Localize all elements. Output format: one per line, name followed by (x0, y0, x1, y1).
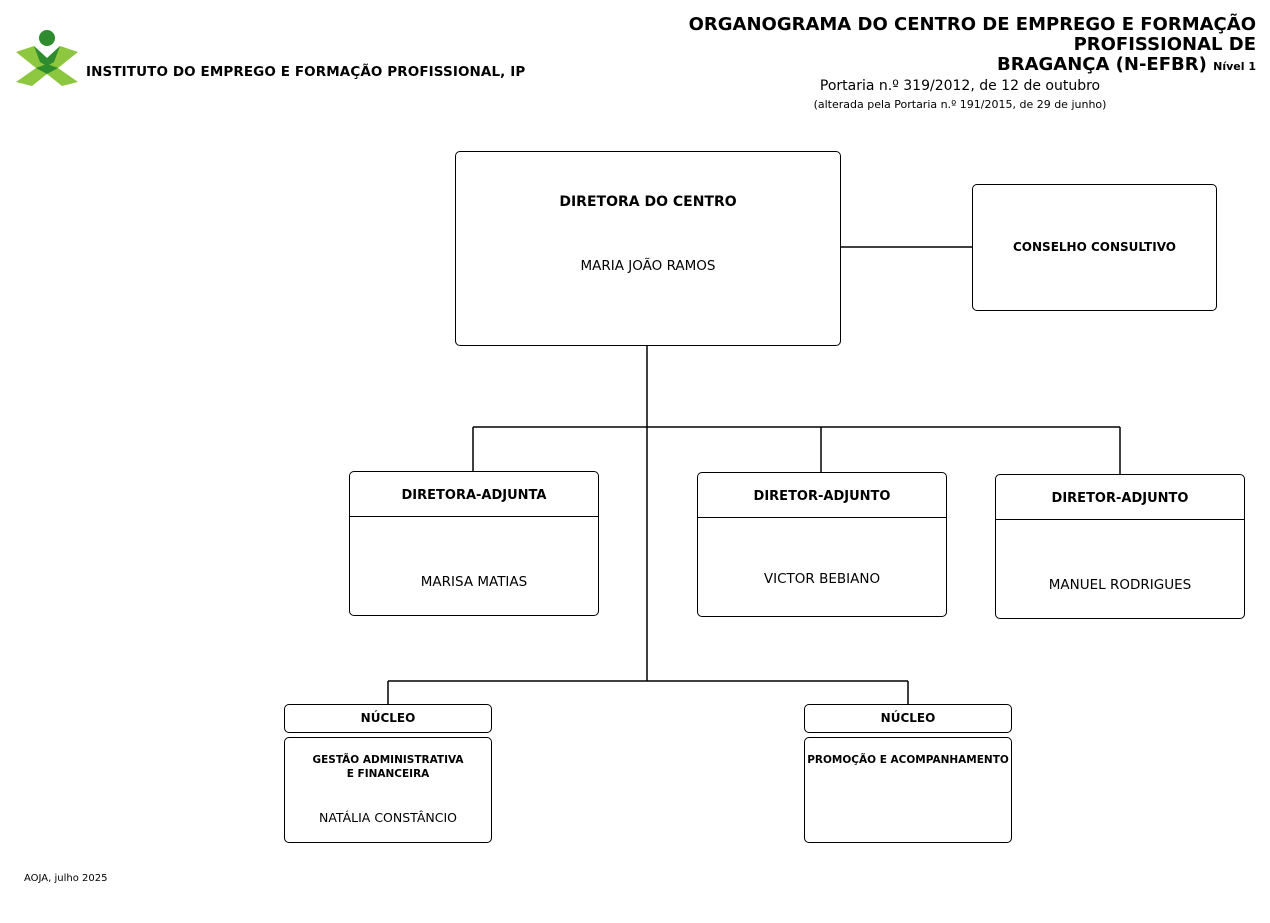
director-box: DIRETORA DO CENTRO MARIA JOÃO RAMOS (455, 151, 841, 346)
deputy-box: DIRETOR-ADJUNTO MANUEL RODRIGUES (995, 474, 1245, 619)
deputy-name: MANUEL RODRIGUES (1048, 577, 1192, 593)
iefp-logo-icon (16, 30, 78, 86)
title-line-1: ORGANOGRAMA DO CENTRO DE EMPREGO E FORMA… (688, 14, 1256, 55)
deputy-role: DIRETOR-ADJUNTO (753, 489, 891, 504)
deputy-role: DIRETOR-ADJUNTO (1051, 491, 1189, 506)
deputy-divider (350, 516, 598, 517)
nucleo-unit-line-1: PROMOÇÃO E ACOMPANHAMENTO (807, 754, 1009, 766)
deputy-name: VICTOR BEBIANO (763, 571, 881, 587)
deputy-box: DIRETORA-ADJUNTA MARISA MATIAS (349, 471, 599, 616)
institute-name: INSTITUTO DO EMPREGO E FORMAÇÃO PROFISSI… (86, 64, 526, 80)
portaria-reference: Portaria n.º 319/2012, de 12 de outubro (819, 78, 1101, 94)
nucleo-unit: GESTÃO ADMINISTRATIVA E FINANCEIRA (285, 753, 491, 781)
nucleo-unit-line-1: GESTÃO ADMINISTRATIVA (312, 754, 464, 766)
deputy-divider (996, 519, 1244, 520)
page-title: ORGANOGRAMA DO CENTRO DE EMPREGO E FORMA… (616, 15, 1256, 77)
deputy-divider (698, 517, 946, 518)
nucleo-box: GESTÃO ADMINISTRATIVA E FINANCEIRA NATÁL… (284, 737, 492, 843)
portaria-amendment: (alterada pela Portaria n.º 191/2015, de… (813, 98, 1107, 111)
nucleo-box: PROMOÇÃO E ACOMPANHAMENTO (804, 737, 1012, 843)
footer-note: AOJA, julho 2025 (24, 873, 108, 884)
nucleo-label: NÚCLEO (880, 711, 936, 725)
council-role: CONSELHO CONSULTIVO (1013, 240, 1176, 254)
council-box: CONSELHO CONSULTIVO (972, 184, 1217, 311)
nucleo-head-name: NATÁLIA CONSTÂNCIO (319, 810, 457, 825)
deputy-box: DIRETOR-ADJUNTO VICTOR BEBIANO (697, 472, 947, 617)
title-line-2: BRAGANÇA (N-EFBR) Nível 1 (616, 55, 1256, 77)
deputy-role: DIRETORA-ADJUNTA (401, 488, 547, 503)
nucleo-unit: PROMOÇÃO E ACOMPANHAMENTO (805, 753, 1011, 767)
deputy-name: MARISA MATIAS (420, 574, 528, 590)
title-line-2-text: BRAGANÇA (N-EFBR) (996, 54, 1207, 75)
director-role: DIRETORA DO CENTRO (559, 194, 737, 210)
nucleo-header: NÚCLEO (804, 704, 1012, 733)
level-label: Nível 1 (1213, 60, 1256, 73)
nucleo-header: NÚCLEO (284, 704, 492, 733)
nucleo-label: NÚCLEO (360, 711, 416, 725)
director-name: MARIA JOÃO RAMOS (580, 258, 716, 274)
nucleo-unit-line-2: E FINANCEIRA (346, 768, 430, 780)
